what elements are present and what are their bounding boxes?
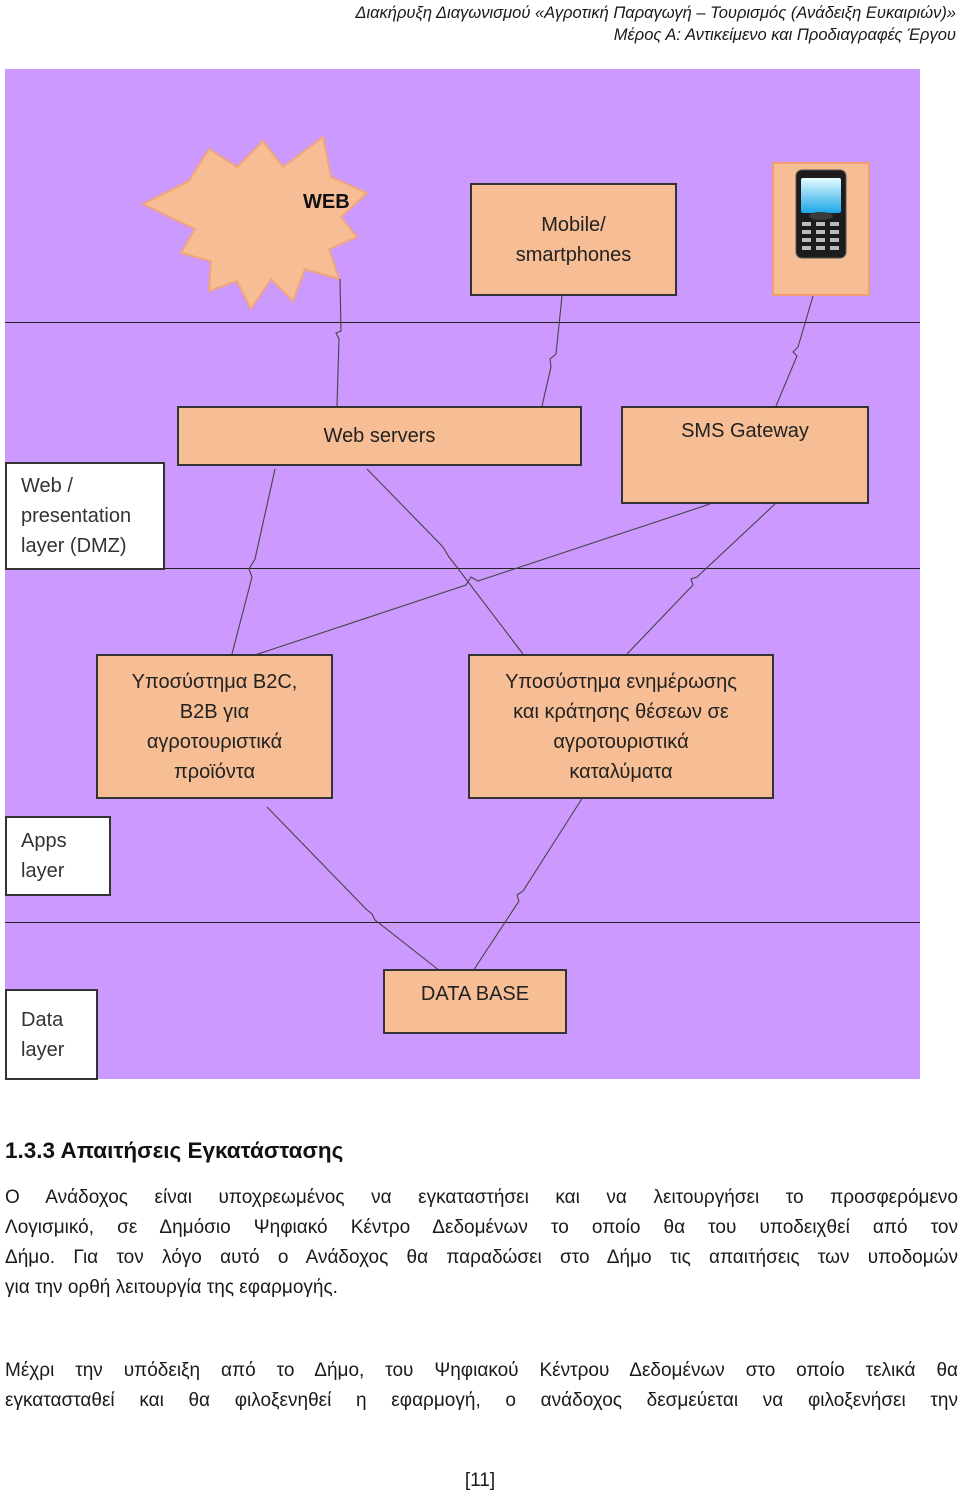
apps-layer-line-2: layer	[21, 860, 65, 882]
sms-gateway-label: SMS Gateway	[681, 420, 809, 442]
paragraph-1-line-4: για την ορθή λειτουργία της εφαρμογής.	[5, 1277, 338, 1298]
web-servers-box: Web servers	[177, 406, 582, 466]
presentation-layer-line-3: layer (DMZ)	[21, 535, 127, 557]
connection-lines	[140, 135, 814, 972]
paragraph-2: Μέχρι την υπόδειξη από το Δήμο, του Ψηφι…	[5, 1356, 958, 1416]
presentation-layer-line-2: presentation	[21, 505, 132, 527]
booking-line-3: αγροτουριστικά	[553, 730, 689, 753]
paragraph-1: Ο Ανάδοχος είναι υποχρεωμένος να εγκατασ…	[5, 1183, 958, 1303]
page-number: [11]	[464, 1470, 496, 1491]
b2c-line-2: B2B για	[179, 700, 250, 723]
document-header-line-1: Διακήρυξη Διαγωνισμού «Αγροτική Παραγωγή…	[355, 4, 956, 22]
layer-divider	[5, 568, 920, 569]
apps-layer-line-1: Apps	[21, 830, 67, 852]
sms-gateway-box: SMS Gateway	[621, 406, 869, 504]
layer-divider	[5, 922, 920, 923]
b2c-line-3: αγροτουριστικά	[146, 730, 283, 753]
data-layer-label: Data layer	[5, 989, 98, 1080]
paragraph-2-line-2: εγκατασταθεί και θα φιλοξενηθεί η εφαρμο…	[5, 1390, 958, 1411]
section-heading: 1.3.3 Απαιτήσεις Εγκατάστασης	[5, 1138, 344, 1163]
paragraph-1-line-3: Δήμο. Για τον λόγο αυτό ο Ανάδοχος θα πα…	[5, 1247, 958, 1268]
paragraph-1-line-2: Λογισμικό, σε Δημόσιο Ψηφιακό Κέντρο Δεδ…	[5, 1217, 958, 1238]
mobile-smartphones-box: Mobile/ smartphones	[470, 183, 677, 296]
database-label: DATA BASE	[420, 983, 530, 1005]
architecture-diagram: WEB Mobile/ smartphones Web se	[5, 69, 920, 1080]
b2c-b2b-subsystem-box: Υποσύστημα B2C, B2B για αγροτουριστικά π…	[96, 654, 333, 799]
paragraph-2-line-1: Μέχρι την υπόδειξη από το Δήμο, του Ψηφι…	[5, 1360, 958, 1381]
mobile-label-line-2: smartphones	[515, 243, 632, 266]
booking-line-2: και κράτησης θέσεων σε	[513, 700, 729, 723]
b2c-line-1: Υποσύστημα B2C,	[131, 670, 298, 693]
mobile-phone-icon	[795, 169, 847, 259]
document-header-line-2: Μέρος Α: Αντικείμενο και Προδιαγραφές Έρ…	[613, 26, 956, 44]
booking-line-1: Υποσύστημα ενημέρωσης	[505, 670, 737, 693]
layer-divider	[5, 322, 920, 323]
web-servers-label: Web servers	[323, 425, 436, 447]
presentation-layer-line-1: Web /	[21, 475, 73, 497]
data-layer-line-1: Data	[21, 1008, 64, 1031]
booking-line-4: καταλύματα	[569, 760, 673, 783]
phone-box	[772, 162, 870, 296]
apps-layer-label: Apps layer	[5, 816, 111, 896]
paragraph-1-line-1: Ο Ανάδοχος είναι υποχρεωμένος να εγκατασ…	[5, 1187, 958, 1208]
data-layer-line-2: layer	[21, 1038, 65, 1061]
database-box: DATA BASE	[383, 969, 567, 1034]
web-label: WEB	[303, 191, 350, 213]
booking-subsystem-box: Υποσύστημα ενημέρωσης και κράτησης θέσεω…	[468, 654, 774, 799]
b2c-line-4: προϊόντα	[173, 760, 256, 783]
presentation-layer-label: Web / presentation layer (DMZ)	[5, 462, 165, 570]
mobile-label-line-1: Mobile/	[541, 213, 606, 236]
web-starburst	[140, 135, 369, 311]
